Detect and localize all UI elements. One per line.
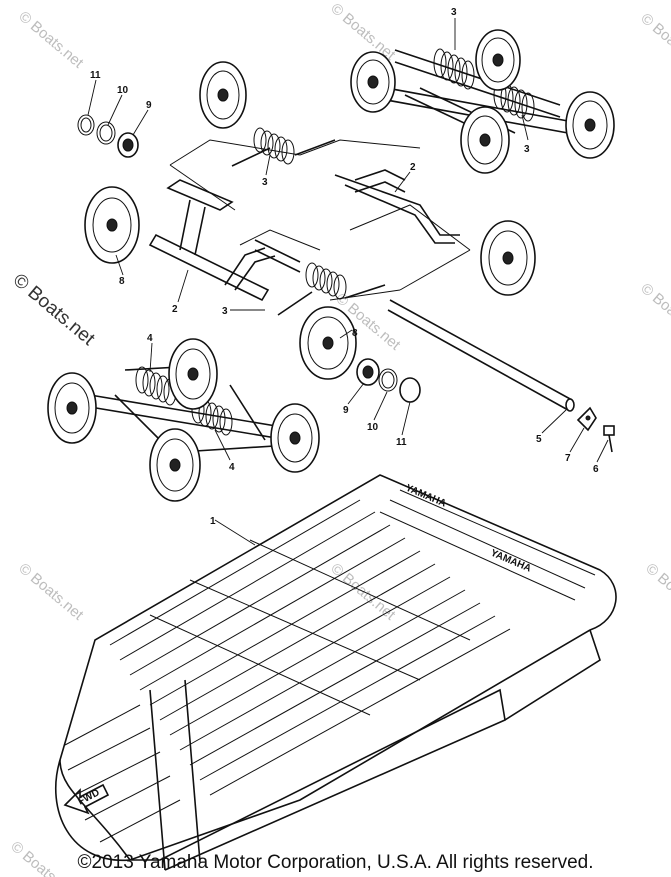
watermark: © Boats.net	[642, 560, 671, 624]
callout-11: 11	[90, 70, 101, 81]
callout-3: 3	[222, 306, 228, 317]
track-belt: YAMAHA YAMAHA	[55, 474, 617, 871]
callout-5: 5	[536, 434, 542, 445]
idler-wheel-left	[84, 186, 140, 264]
callout-3: 3	[524, 144, 530, 155]
callout-8: 8	[119, 276, 125, 287]
callout-10: 10	[117, 85, 129, 96]
wheel	[565, 91, 615, 159]
callout-2: 2	[172, 304, 178, 315]
front-wheel-assembly	[47, 338, 320, 502]
wheel	[475, 29, 521, 91]
callout-9: 9	[146, 100, 152, 111]
copyright-notice: ©2013 Yamaha Motor Corporation, U.S.A. A…	[77, 852, 594, 873]
slide-frame-assembly	[148, 127, 471, 316]
suspension-spring	[305, 262, 347, 300]
wheel	[168, 338, 218, 410]
callout-8: 8	[352, 328, 358, 339]
bearing-washer-set-upper	[77, 114, 139, 158]
rear-axle-shaft	[387, 299, 575, 412]
callout-3: 3	[451, 7, 457, 18]
watermark: © Boats.net	[15, 8, 87, 72]
callout-3: 3	[262, 177, 268, 188]
idler-wheel-center	[299, 306, 357, 380]
idler-wheel-upper	[199, 61, 247, 129]
callout-9: 9	[343, 405, 349, 416]
watermark: © Boats.net	[637, 280, 671, 344]
callout-4: 4	[147, 333, 153, 344]
bearing-washer-set-center	[356, 358, 421, 403]
track-lugs	[64, 679, 201, 871]
callout-6: 6	[593, 464, 599, 475]
idler-wheel-right	[480, 220, 536, 296]
watermark: © Boats.net	[327, 560, 399, 624]
track-embossing-text: YAMAHA	[404, 483, 448, 510]
callout-10: 10	[367, 422, 379, 433]
axle-plate	[576, 406, 597, 432]
callout-11: 11	[396, 437, 407, 448]
callout-numbers: 3 3 3 3 2 2 4 4 11 10 9 8 8 9 10 11 5 7 …	[90, 7, 599, 527]
wheel	[270, 403, 320, 473]
track-lugs	[109, 489, 596, 796]
wheel	[149, 428, 201, 502]
axle-bolt	[603, 425, 615, 453]
wheel	[47, 372, 97, 444]
callout-7: 7	[565, 453, 571, 464]
watermark-prominent: © Boats.net	[9, 270, 99, 351]
callout-1: 1	[210, 516, 216, 527]
leader-lines	[87, 18, 609, 546]
rear-wheel-assembly	[350, 29, 615, 174]
watermark: © Boats.net	[637, 10, 671, 74]
suspension-spring	[253, 127, 295, 165]
suspension-spring	[433, 48, 475, 90]
wheel	[460, 106, 510, 174]
callout-2: 2	[410, 162, 416, 173]
wheel	[350, 51, 396, 113]
watermark: © Boats.net	[15, 560, 87, 624]
callout-4: 4	[229, 462, 235, 473]
